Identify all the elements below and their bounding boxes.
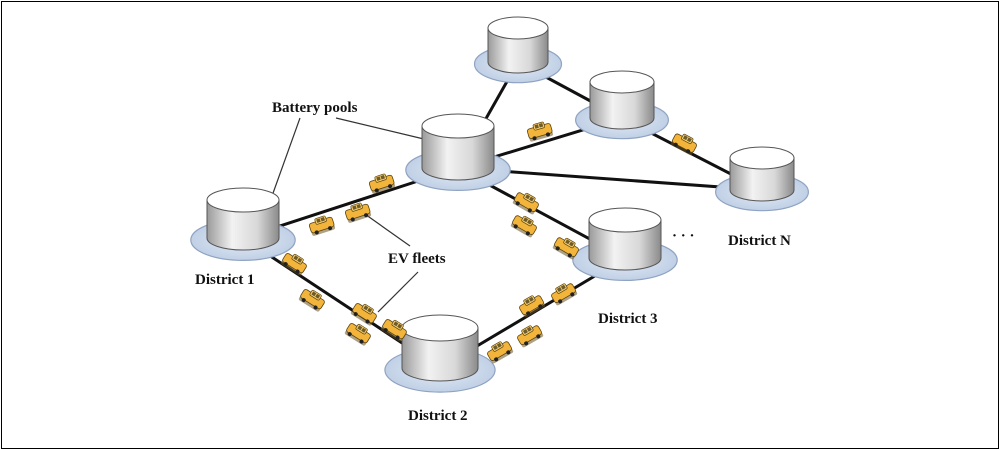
pool-top <box>206 187 280 213</box>
callout-ev-lower <box>377 271 419 313</box>
ev-car <box>298 289 325 312</box>
pool-body <box>401 327 479 382</box>
label-district-2: District 2 <box>408 408 468 424</box>
ev-car <box>551 283 578 306</box>
callout-battery-hub <box>335 117 429 141</box>
battery-pool-hub <box>405 113 511 192</box>
pool-top <box>729 146 795 170</box>
callout-ev-upper <box>361 211 411 247</box>
pool-body <box>588 219 662 271</box>
callout-battery-d1 <box>271 117 301 197</box>
ev-car <box>487 341 514 364</box>
battery-pool-district-3 <box>572 207 678 282</box>
ev-car <box>527 121 553 142</box>
diagram-labels: Battery pools EV fleets District 1 Distr… <box>195 100 791 424</box>
pool-body <box>729 157 795 202</box>
ev-fleets <box>280 121 697 364</box>
ev-car <box>308 215 336 236</box>
label-district-n: District N <box>728 233 791 249</box>
label-ellipsis: · · · <box>672 228 695 244</box>
ev-car <box>512 192 539 215</box>
pool-top <box>588 207 662 233</box>
ev-car <box>670 133 697 156</box>
label-district-3: District 3 <box>598 311 658 327</box>
ev-car <box>380 319 407 342</box>
ev-car <box>517 325 544 348</box>
ev-car <box>510 215 537 238</box>
ev-car <box>350 303 377 326</box>
battery-pools <box>190 16 809 393</box>
pool-top <box>401 314 479 342</box>
label-ev-fleets: EV fleets <box>388 251 446 267</box>
battery-pool-upper-right <box>574 70 669 140</box>
ev-car <box>280 253 307 276</box>
pool-top <box>421 113 495 139</box>
callout-lines <box>271 117 429 313</box>
pool-body <box>589 81 655 130</box>
pool-body <box>487 27 549 74</box>
battery-pool-upper-left <box>473 16 563 84</box>
ev-car <box>344 202 372 223</box>
pool-top <box>589 70 655 94</box>
battery-pool-district-n <box>714 146 809 212</box>
ev-car <box>344 323 371 346</box>
battery-pool-district-1 <box>190 187 296 262</box>
pool-body <box>421 125 495 181</box>
battery-pool-district-2 <box>384 314 496 393</box>
pool-body <box>206 199 280 251</box>
label-battery-pools: Battery pools <box>272 100 358 116</box>
ev-car <box>368 173 396 194</box>
ev-car <box>552 237 579 260</box>
label-district-1: District 1 <box>195 272 255 288</box>
ev-car <box>519 295 546 318</box>
pool-top <box>487 16 549 40</box>
